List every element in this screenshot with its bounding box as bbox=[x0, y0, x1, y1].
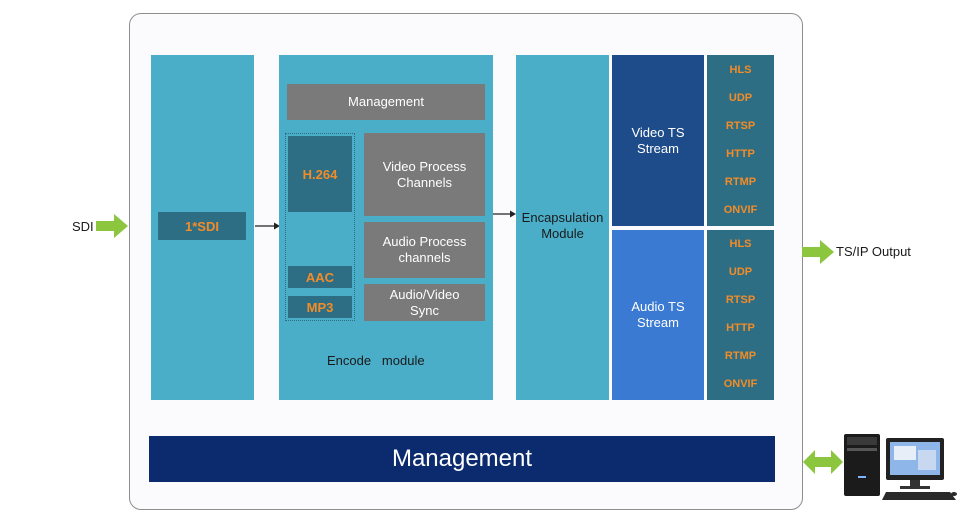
ts-ip-output-arrow-icon bbox=[802, 240, 834, 264]
arrow-to-encapsulation-icon bbox=[493, 210, 516, 218]
encapsulation-panel bbox=[516, 55, 609, 400]
mp3-codec: MP3 bbox=[288, 296, 352, 318]
sdi-input-arrow-icon bbox=[96, 214, 128, 238]
protocol-http: HTTP bbox=[726, 148, 755, 160]
sdi-block: 1*SDI bbox=[158, 212, 246, 240]
ts-ip-output-label: TS/IP Output bbox=[836, 244, 911, 259]
protocol-udp: UDP bbox=[728, 92, 753, 104]
protocol-onvif: ONVIF bbox=[723, 378, 758, 390]
protocol-onvif: ONVIF bbox=[723, 204, 758, 216]
h264-codec: H.264 bbox=[288, 136, 352, 212]
protocol-rtsp: RTSP bbox=[725, 120, 756, 132]
audio-ts-stream-box: Audio TS Stream bbox=[612, 230, 704, 400]
video-protocol-column: HLS UDP RTSP HTTP RTMP ONVIF bbox=[707, 55, 774, 226]
bidirectional-arrow-icon bbox=[803, 450, 843, 474]
audio-ts-stream-label: Audio TS Stream bbox=[631, 299, 685, 330]
protocol-hls: HLS bbox=[729, 64, 752, 76]
protocol-http: HTTP bbox=[726, 322, 755, 334]
protocol-rtmp: RTMP bbox=[724, 350, 757, 362]
management-bar: Management bbox=[149, 436, 775, 482]
encode-module-label: Encode module bbox=[327, 353, 425, 368]
computer-icon bbox=[844, 434, 957, 500]
sdi-input-label: SDI bbox=[72, 219, 94, 234]
av-sync-box: Audio/Video Sync bbox=[364, 284, 485, 321]
aac-codec: AAC bbox=[288, 266, 352, 288]
video-process-box: Video Process Channels bbox=[364, 133, 485, 216]
protocol-udp: UDP bbox=[728, 266, 753, 278]
protocol-rtsp: RTSP bbox=[725, 294, 756, 306]
protocol-rtmp: RTMP bbox=[724, 176, 757, 188]
codec-group bbox=[285, 133, 355, 321]
video-ts-stream-box: Video TS Stream bbox=[612, 55, 704, 226]
audio-process-box: Audio Process channels bbox=[364, 222, 485, 278]
encode-management-box: Management bbox=[287, 84, 485, 120]
management-bar-label: Management bbox=[391, 445, 533, 472]
encapsulation-label: Encapsulation Module bbox=[521, 210, 604, 241]
arrow-to-encode-icon bbox=[255, 222, 280, 230]
video-ts-stream-label: Video TS Stream bbox=[631, 124, 685, 156]
protocol-hls: HLS bbox=[729, 238, 752, 250]
audio-protocol-column: HLS UDP RTSP HTTP RTMP ONVIF bbox=[707, 230, 774, 400]
